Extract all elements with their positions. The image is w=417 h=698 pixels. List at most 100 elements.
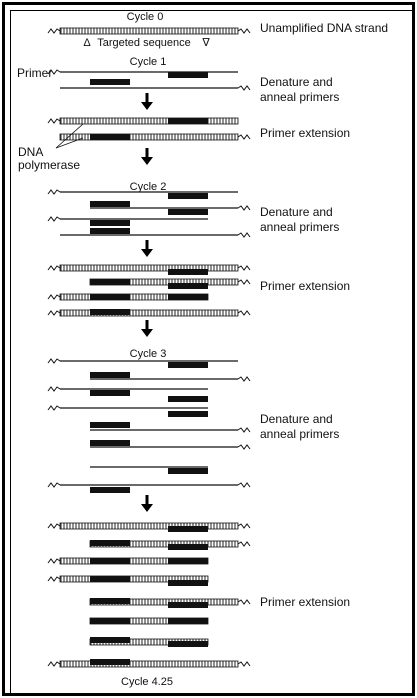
strand-end-squiggle bbox=[47, 294, 61, 300]
primer-block bbox=[90, 659, 130, 665]
primer-block bbox=[168, 283, 208, 289]
primer-block bbox=[168, 544, 208, 550]
targeted-sequence-label: Targeted sequence bbox=[97, 37, 191, 49]
extended-strand bbox=[59, 309, 239, 317]
cycle-3-label: Cycle 3 bbox=[129, 348, 167, 360]
step3-denature-label-b: anneal primers bbox=[260, 427, 340, 441]
polymerase-pointer bbox=[55, 137, 84, 149]
step2-denature-label-a: Denature and bbox=[260, 205, 333, 219]
primer-block bbox=[168, 641, 208, 647]
strand-end-squiggle bbox=[237, 427, 251, 433]
primer-block bbox=[90, 79, 130, 85]
strand-end-squiggle bbox=[237, 265, 251, 271]
strand-end-squiggle bbox=[47, 28, 61, 34]
polymerase-pointer bbox=[55, 123, 84, 149]
strand-end-squiggle bbox=[237, 28, 251, 34]
strand-end-squiggle bbox=[47, 661, 61, 667]
cycle-1-label: Cycle 1 bbox=[129, 56, 167, 68]
primer-block bbox=[90, 618, 130, 624]
strand-end-squiggle bbox=[47, 358, 61, 364]
strand-end-squiggle bbox=[47, 558, 61, 564]
strand-end-squiggle bbox=[237, 279, 251, 285]
strand-end-squiggle bbox=[237, 376, 251, 382]
primer-block bbox=[168, 558, 208, 564]
primer-block bbox=[168, 269, 208, 275]
step-arrow-icon bbox=[141, 102, 153, 110]
strand-end-squiggle bbox=[47, 189, 61, 195]
primer-block bbox=[168, 526, 208, 532]
strand-end-squiggle bbox=[237, 482, 251, 488]
polymerase-label: polymerase bbox=[18, 158, 81, 172]
strand-end-squiggle bbox=[47, 310, 61, 316]
step1-denature-label-b: anneal primers bbox=[260, 90, 340, 104]
strand-end-squiggle bbox=[47, 405, 61, 411]
strand-end-squiggle bbox=[47, 118, 61, 124]
extended-strand bbox=[59, 27, 239, 35]
triangle-left-icon: Δ bbox=[83, 37, 91, 49]
extended-strand bbox=[59, 117, 239, 125]
cycle-425-label: Cycle 4.25 bbox=[121, 676, 173, 688]
primer-block bbox=[168, 618, 208, 624]
primer-block bbox=[168, 72, 208, 78]
step3-extension-label: Primer extension bbox=[260, 595, 351, 609]
strand-end-squiggle bbox=[237, 444, 251, 450]
primer-block bbox=[168, 468, 208, 474]
strand-end-squiggle bbox=[47, 482, 61, 488]
strand-end-squiggle bbox=[47, 386, 61, 392]
primer-block bbox=[168, 118, 208, 124]
primer-block bbox=[168, 602, 208, 608]
primer-block bbox=[90, 372, 130, 378]
strand-end-squiggle bbox=[47, 69, 61, 75]
primer-block bbox=[90, 598, 130, 604]
strand-end-squiggle bbox=[47, 523, 61, 529]
primer-block bbox=[90, 201, 130, 207]
step2-extension-label: Primer extension bbox=[260, 279, 351, 293]
extended-strand bbox=[59, 264, 239, 272]
primer-block bbox=[90, 558, 130, 564]
unamplified-strand-label: Unamplified DNA strand bbox=[260, 21, 389, 35]
primer-block bbox=[90, 487, 130, 493]
strand-end-squiggle bbox=[237, 85, 251, 91]
step1-extension-label: Primer extension bbox=[260, 126, 351, 140]
dna-label: DNA bbox=[18, 145, 44, 159]
step-arrow-icon bbox=[141, 504, 153, 512]
primer-block bbox=[168, 411, 208, 417]
extended-strand bbox=[59, 660, 239, 668]
primer-block bbox=[168, 209, 208, 215]
primer-block bbox=[90, 576, 130, 582]
primer-block bbox=[168, 362, 208, 368]
primer-block bbox=[168, 396, 208, 402]
strand-end-squiggle bbox=[237, 310, 251, 316]
strand-end-squiggle bbox=[237, 134, 251, 140]
primer-label: Primer bbox=[17, 66, 53, 80]
primer-block bbox=[90, 134, 130, 140]
strand-end-squiggle bbox=[47, 576, 61, 582]
primer-block bbox=[90, 294, 130, 300]
step3-denature-label-a: Denature and bbox=[260, 412, 333, 426]
primer-block bbox=[90, 279, 130, 285]
primer-block bbox=[90, 540, 130, 546]
strand-end-squiggle bbox=[237, 205, 251, 211]
extended-strand bbox=[59, 522, 239, 530]
cycle-0-label: Cycle 0 bbox=[126, 11, 164, 23]
strand-end-squiggle bbox=[237, 232, 251, 238]
primer-block bbox=[168, 580, 208, 586]
primer-block bbox=[90, 309, 130, 315]
primer-block bbox=[168, 193, 208, 199]
extended-strand bbox=[59, 133, 239, 141]
strand-end-squiggle bbox=[237, 661, 251, 667]
primer-block bbox=[90, 637, 130, 643]
strand-end-squiggle bbox=[237, 523, 251, 529]
figure-inner-border bbox=[10, 10, 413, 694]
primer-block bbox=[90, 228, 130, 234]
cycle-2-label: Cycle 2 bbox=[129, 181, 167, 193]
primer-block bbox=[168, 294, 208, 300]
primer-block bbox=[90, 422, 130, 428]
step-arrow-icon bbox=[141, 157, 153, 165]
step2-denature-label-b: anneal primers bbox=[260, 220, 340, 234]
triangle-right-icon: ∇ bbox=[202, 37, 210, 49]
strand-end-squiggle bbox=[237, 599, 251, 605]
primer-block bbox=[90, 440, 130, 446]
primer-block bbox=[90, 220, 130, 226]
